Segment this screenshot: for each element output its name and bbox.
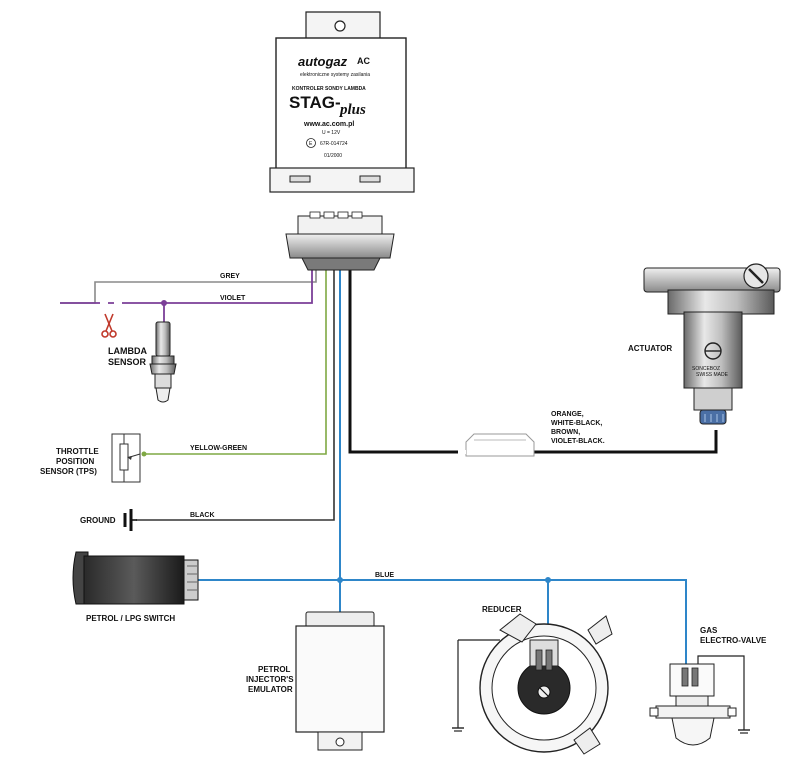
controller-brand-subtitle: elektroniczne systemy zasilania [300, 72, 370, 78]
controller-voltage: U = 12V [322, 130, 341, 136]
grey-wire [60, 270, 317, 304]
controller-model-prefix: STAG- [289, 93, 341, 112]
reducer-label: REDUCER [482, 605, 522, 614]
actuator-brand-sub: SWISS MADE [696, 372, 729, 378]
actuator: SONCEBOZ SWISS MADE [643, 263, 781, 425]
emulator-label-3: EMULATOR [248, 685, 293, 694]
controller-connector [285, 211, 395, 271]
actuator-wire [348, 270, 718, 454]
tps-label-1: THROTTLE [56, 447, 99, 456]
gas-electro-valve [649, 655, 750, 746]
petrol-lpg-switch [72, 551, 199, 605]
wire-label-grey: GREY [220, 273, 240, 280]
controller-unit: autogaz AC elektroniczne systemy zasilan… [269, 11, 415, 193]
controller-cert-code: 67R-014724 [320, 141, 348, 147]
emulator-label-2: INJECTOR'S [246, 675, 294, 684]
actuator-cable-connector [458, 433, 535, 457]
controller-website: www.ac.com.pl [303, 121, 354, 128]
actuator-label: ACTUATOR [628, 344, 672, 353]
blue-junction-emulator [337, 577, 343, 583]
injector-emulator [295, 611, 385, 751]
scissors-icon [101, 313, 117, 338]
yellow-green-wire [144, 270, 327, 455]
wire-label-blue: BLUE [375, 572, 394, 579]
wire-label-black: BLACK [190, 512, 215, 519]
wire-label-actuator-4: VIOLET-BLACK. [551, 438, 605, 445]
wire-label-actuator-3: BROWN, [551, 429, 580, 436]
violet-junction [161, 300, 167, 306]
valve-label-2: ELECTRO-VALVE [700, 636, 767, 645]
switch-label: PETROL / LPG SWITCH [86, 614, 175, 623]
controller-model-suffix: plus [338, 102, 366, 118]
valve-label-1: GAS [700, 626, 718, 635]
wire-label-actuator-2: WHITE-BLACK, [551, 420, 602, 427]
throttle-position-sensor [111, 433, 141, 483]
tps-junction [141, 451, 147, 457]
wire-label-actuator-1: ORANGE, [551, 411, 584, 418]
lambda-label-1: LAMBDA [108, 346, 147, 356]
controller-brand-mark: AC [357, 56, 370, 66]
cert-circle [306, 138, 316, 148]
controller-cert-mark: E [309, 141, 313, 147]
controller-device-label: KONTROLER SONDY LAMBDA [292, 86, 366, 92]
reducer [452, 613, 613, 755]
controller-date: 01/2000 [324, 153, 342, 159]
blue-junction-reducer [545, 577, 551, 583]
wire-label-violet: VIOLET [220, 295, 246, 302]
ground-label: GROUND [80, 516, 116, 525]
lambda-sensor [149, 321, 177, 403]
tps-label-2: POSITION [56, 457, 94, 466]
blue-wire-bus [198, 579, 687, 664]
lambda-label-2: SENSOR [108, 357, 147, 367]
controller-brand: autogaz [298, 54, 348, 69]
ground-symbol [123, 509, 137, 531]
tps-label-3: SENSOR (TPS) [40, 467, 97, 476]
black-ground-wire [136, 270, 335, 521]
actuator-brand: SONCEBOZ [692, 366, 720, 372]
emulator-label-1: PETROL [258, 665, 291, 674]
wire-label-yellow-green: YELLOW-GREEN [190, 445, 247, 452]
violet-wire [60, 270, 313, 304]
